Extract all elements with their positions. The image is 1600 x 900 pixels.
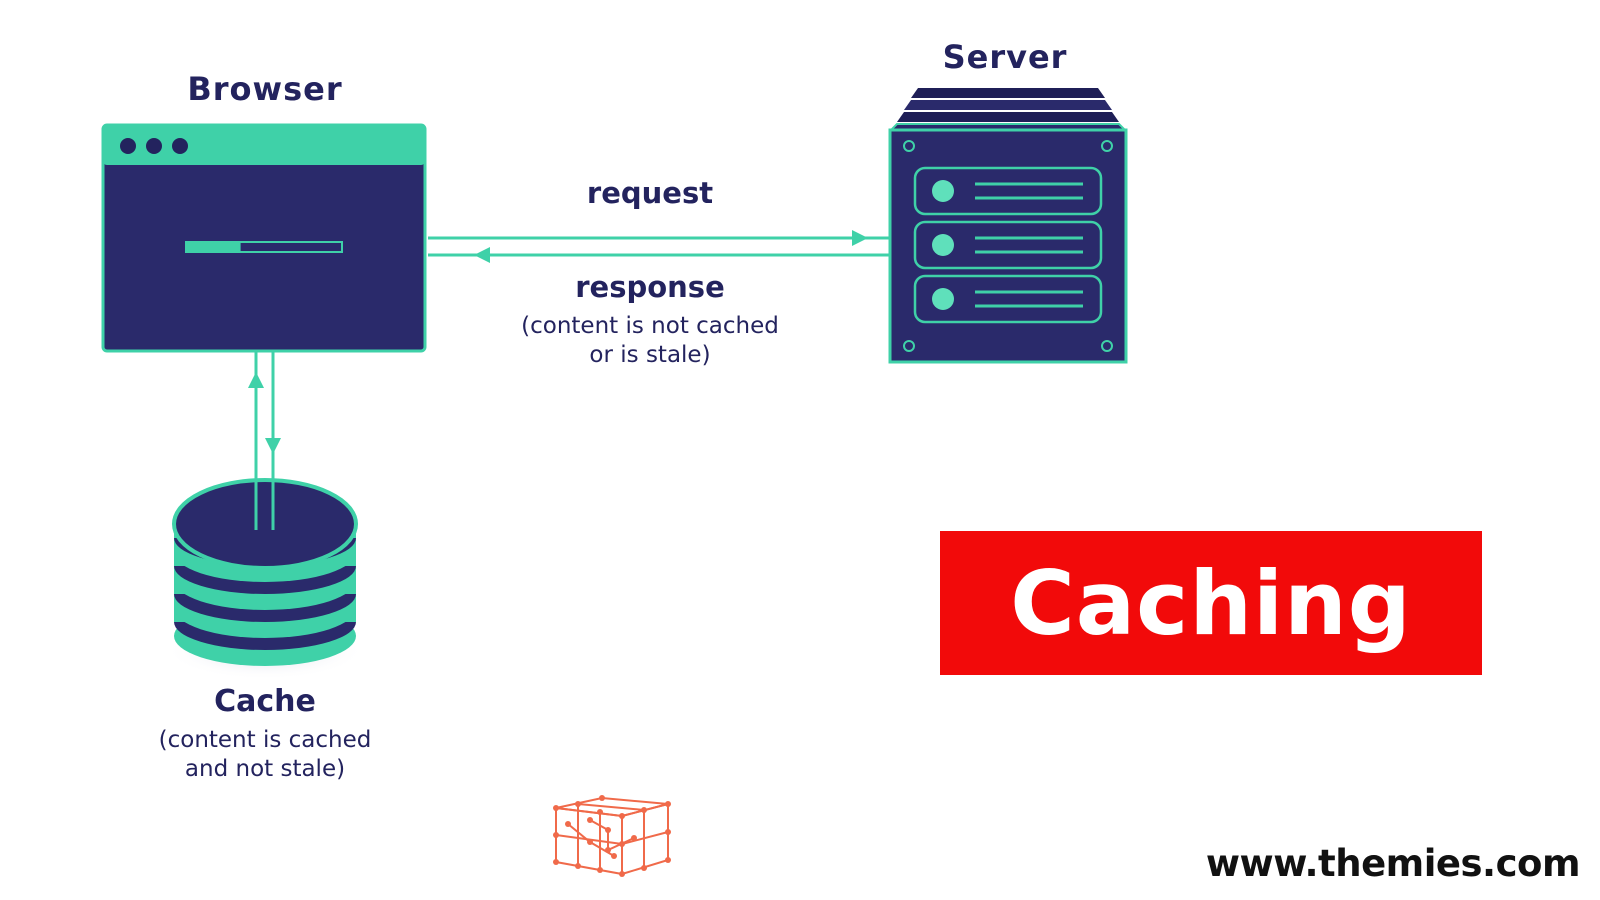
request-arrowhead-icon: [852, 230, 868, 246]
server-slot: [913, 220, 1103, 270]
browser-window-icon: [101, 123, 427, 353]
window-dot-icon: [120, 138, 136, 154]
cache-label: Cache: [214, 684, 316, 719]
cache-up-arrowhead-icon: [248, 372, 264, 388]
cache-note-line: (content is cached: [158, 727, 372, 753]
browser-title: Browser: [187, 70, 343, 108]
response-note: (content is not cached or is stale): [455, 312, 845, 370]
response-arrowhead-icon: [474, 247, 490, 263]
response-note-line: or is stale): [589, 342, 711, 368]
request-label: request: [586, 176, 714, 210]
website-url: www.themies.com: [1205, 842, 1581, 885]
request-response-arrows: [428, 230, 890, 263]
cache-note-line: and not stale): [184, 756, 346, 782]
window-dot-icon: [146, 138, 162, 154]
cache-database-icon: [165, 352, 365, 680]
window-dot-icon: [172, 138, 188, 154]
loading-bar-fill: [186, 242, 241, 252]
cache-down-arrowhead-icon: [265, 438, 281, 454]
server-title: Server: [942, 38, 1068, 76]
server-slot: [913, 166, 1103, 216]
response-note-line: (content is not cached: [521, 313, 779, 339]
caching-banner-text: Caching: [1010, 551, 1412, 655]
caching-banner: Caching: [940, 531, 1482, 675]
cache-note: (content is cached and not stale): [115, 726, 415, 784]
response-label: response: [575, 270, 725, 304]
network-cube-logo-icon: [553, 795, 671, 877]
server-slot: [913, 274, 1103, 324]
server-icon: [888, 88, 1128, 364]
